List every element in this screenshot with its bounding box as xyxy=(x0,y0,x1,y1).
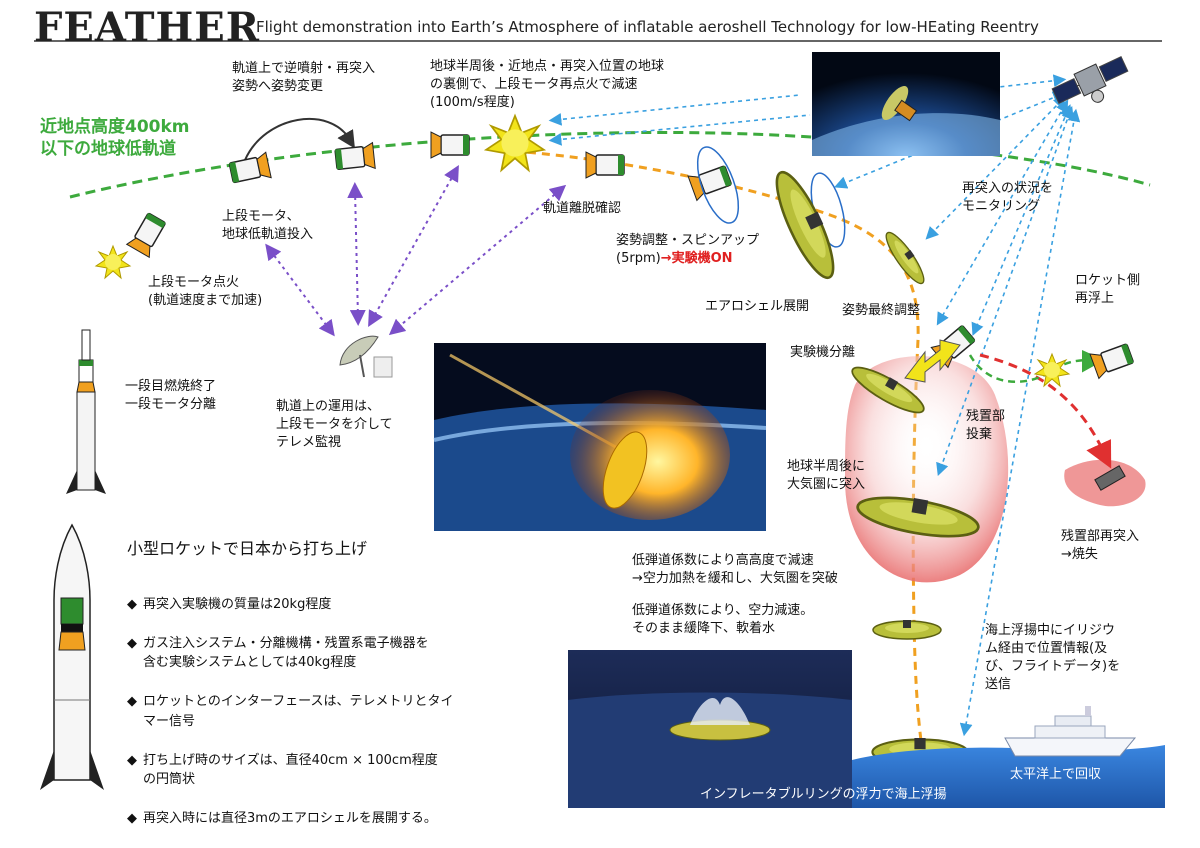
satellite-icon xyxy=(1051,56,1129,104)
ground-ops-label: 軌道上の運用は、 上段モータを介して テレメ監視 xyxy=(276,399,393,450)
page-title: FEATHER xyxy=(34,4,261,51)
spacecraft-capsule-icon xyxy=(227,151,272,187)
space-photo xyxy=(812,52,1000,156)
aeroshell-icon xyxy=(880,227,931,289)
spec-bullet: ◆ロケットとのインターフェースは、テレメトリとタイ マー信号 xyxy=(127,694,454,729)
residual-drop-path xyxy=(979,353,1112,469)
spacecraft-capsule-icon xyxy=(333,141,376,174)
separation-arrow xyxy=(904,339,961,383)
spin-up-label: 姿勢調整・スピンアップ (5rpm)→実験機ON xyxy=(616,232,759,268)
monitoring-label: 再突入の状況を モニタリング xyxy=(962,181,1054,214)
bullet-diamond-icon: ◆ xyxy=(127,694,137,709)
ground-antenna-icon xyxy=(339,335,393,378)
upper-stage-ignition-label: 上段モータ点火 (軌道速度まで加速) xyxy=(148,275,263,308)
spacecraft-capsule-icon xyxy=(430,131,470,159)
bullet-diamond-icon: ◆ xyxy=(127,596,137,612)
rocket-icon xyxy=(40,523,104,790)
residual-drop-label: 残置部 投棄 xyxy=(966,409,1006,442)
spacecraft-capsule-icon xyxy=(1089,340,1136,380)
splashdown-photo xyxy=(568,650,852,808)
aeroshell-icon xyxy=(765,164,847,286)
spacecraft-capsule-icon xyxy=(585,151,625,179)
sun-burst-icon xyxy=(95,245,131,279)
floating-label: インフレータブルリングの浮力で海上浮揚 xyxy=(700,787,947,802)
final-attitude-label: 姿勢最終調整 xyxy=(842,303,921,318)
reentry-photo xyxy=(433,343,767,531)
orbit-label: 近地点高度400km 以下の地球低軌道 xyxy=(40,117,190,159)
sun-burst-icon xyxy=(1034,353,1070,387)
spec-bullets: ◆再突入実験機の質量は20kg程度 ◆ガス注入システム・分離機構・残置系電子機器… xyxy=(127,575,453,848)
aeroshell-icon xyxy=(872,619,942,640)
bullet-diamond-icon: ◆ xyxy=(127,635,137,651)
spacecraft-capsule-icon xyxy=(687,162,734,202)
bullet-diamond-icon: ◆ xyxy=(127,811,137,826)
spacecraft-capsule-icon xyxy=(125,210,170,259)
attitude-change-label: 軌道上で逆噴射・再突入 姿勢へ姿勢変更 xyxy=(232,61,376,94)
spec-bullet: ◆再突入時には直径3mのエアロシェルを展開する。 xyxy=(127,809,453,829)
spec-heading: 小型ロケットで日本から打ち上げ xyxy=(127,539,368,558)
sun-burst-icon xyxy=(485,114,545,172)
ocean xyxy=(852,745,1165,808)
spin-up-on-text: →実験機ON xyxy=(660,251,733,266)
feather-diagram: FEATHER Flight demonstration into Earth’… xyxy=(34,4,1165,826)
upper-stage-insert-label: 上段モータ、 地球低軌道投入 xyxy=(222,209,314,242)
residual-reentry-label: 残置部再突入 →焼失 xyxy=(1061,529,1140,562)
low-bc-label-1: 低弾道係数により高高度で減速 →空力加熱を緩和し、大気圏を突破 xyxy=(632,553,838,586)
first-stage-label: 一段目燃焼終了 一段モータ分離 xyxy=(125,379,217,412)
ship-icon xyxy=(1004,706,1137,757)
rocket-reascend-path xyxy=(968,350,1105,384)
low-bc-label-2: 低弾道係数により、空力減速。 そのまま緩降下、軟着水 xyxy=(632,603,814,636)
spec-bullet: ◆打ち上げ時のサイズは、直径40cm × 100cm程度 の円筒状 xyxy=(127,752,438,788)
spin-up-text: 姿勢調整・スピンアップ (5rpm) xyxy=(616,233,760,266)
iridium-label: 海上浮揚中にイリジウ ム経由で位置情報(及 び、フライトデータ)を 送信 xyxy=(985,623,1121,692)
spec-bullet: ◆再突入実験機の質量は20kg程度 xyxy=(127,595,453,615)
separation-label: 実験機分離 xyxy=(790,345,856,360)
deorbit-burn-label: 地球半周後・近地点・再突入位置の地球 の裏側で、上段モータ再点火で減速 (100… xyxy=(430,59,665,110)
aeroshell-deploy-label: エアロシェル展開 xyxy=(705,299,810,314)
bullet-diamond-icon: ◆ xyxy=(127,752,137,768)
deorbit-confirm-label: 軌道離脱確認 xyxy=(543,201,622,216)
spec-bullet: ◆ガス注入システム・分離機構・残置系電子機器を 含む実験システムとしては40kg… xyxy=(127,635,429,671)
recovery-label: 太平洋上で回収 xyxy=(1010,767,1102,782)
atmo-entry-label: 地球半周後に 大気圏に突入 xyxy=(787,459,866,492)
diagram-artwork xyxy=(34,40,1165,808)
rocket-reascend-label: ロケット側 再浮上 xyxy=(1075,273,1141,306)
attitude-change-arrow xyxy=(244,118,355,161)
page-subtitle: Flight demonstration into Earth’s Atmosp… xyxy=(256,18,1039,36)
rocket-icon xyxy=(66,329,106,494)
residual-part-icon xyxy=(1094,465,1126,491)
